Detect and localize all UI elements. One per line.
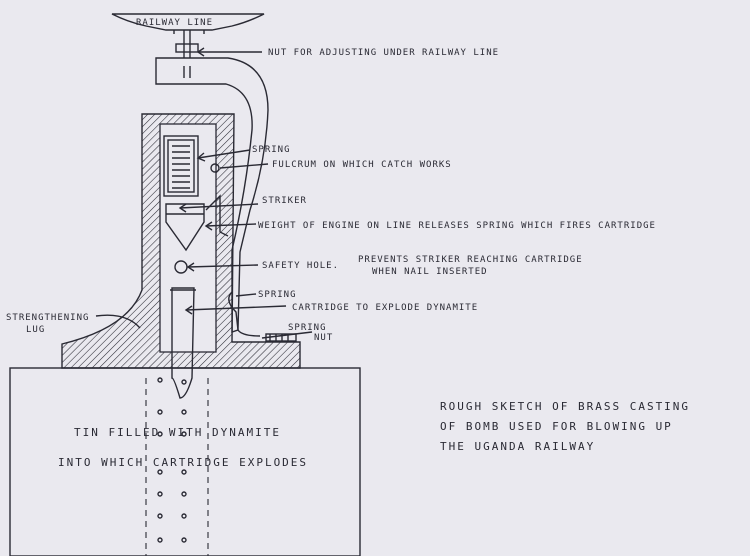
label-striker: STRIKER (262, 196, 307, 206)
label-weight: WEIGHT OF ENGINE ON LINE RELEASES SPRING… (258, 221, 656, 231)
fulcrum-pin (210, 163, 220, 173)
coil-spring (163, 135, 199, 197)
caption-line3: THE UGANDA RAILWAY (440, 440, 595, 453)
label-tin-line2: INTO WHICH CARTRIDGE EXPLODES (58, 456, 308, 469)
label-lug: LUG (26, 325, 45, 335)
leader-lines (95, 47, 313, 339)
clamp-arm (155, 57, 269, 333)
catch-lever (205, 194, 229, 237)
lower-spring-arm (228, 291, 261, 337)
label-fulcrum: FULCRUM ON WHICH CATCH WORKS (272, 160, 452, 170)
label-spring-top: SPRING (252, 145, 291, 155)
label-nut-adjusting: NUT FOR ADJUSTING UNDER RAILWAY LINE (268, 48, 499, 58)
caption-line2: OF BOMB USED FOR BLOWING UP (440, 420, 673, 433)
caption-line1: ROUGH SKETCH OF BRASS CASTING (440, 400, 690, 413)
label-cartridge: CARTRIDGE TO EXPLODE DYNAMITE (292, 303, 478, 313)
tin-perforations (157, 377, 187, 543)
dynamite-tin (9, 367, 361, 556)
label-railway-line: RAILWAY LINE (136, 18, 213, 28)
label-prevents-1: PREVENTS STRIKER REACHING CARTRIDGE (358, 255, 583, 265)
adjusting-screw (175, 30, 199, 78)
cartridge-shape (171, 287, 195, 399)
label-nut-low: NUT (314, 333, 333, 343)
label-spring-mid: SPRING (258, 290, 297, 300)
label-tin-line1: TIN FILLED WITH DYNAMITE (74, 426, 281, 439)
railway-line-shape (111, 13, 265, 34)
label-strengthening: STRENGTHENING (6, 313, 89, 323)
label-safety-hole: SAFETY HOLE. (262, 261, 339, 271)
label-prevents-2: WHEN NAIL INSERTED (372, 267, 488, 277)
striker-shape (165, 203, 205, 252)
label-spring-low: SPRING (288, 323, 327, 333)
inner-bore (159, 123, 217, 353)
